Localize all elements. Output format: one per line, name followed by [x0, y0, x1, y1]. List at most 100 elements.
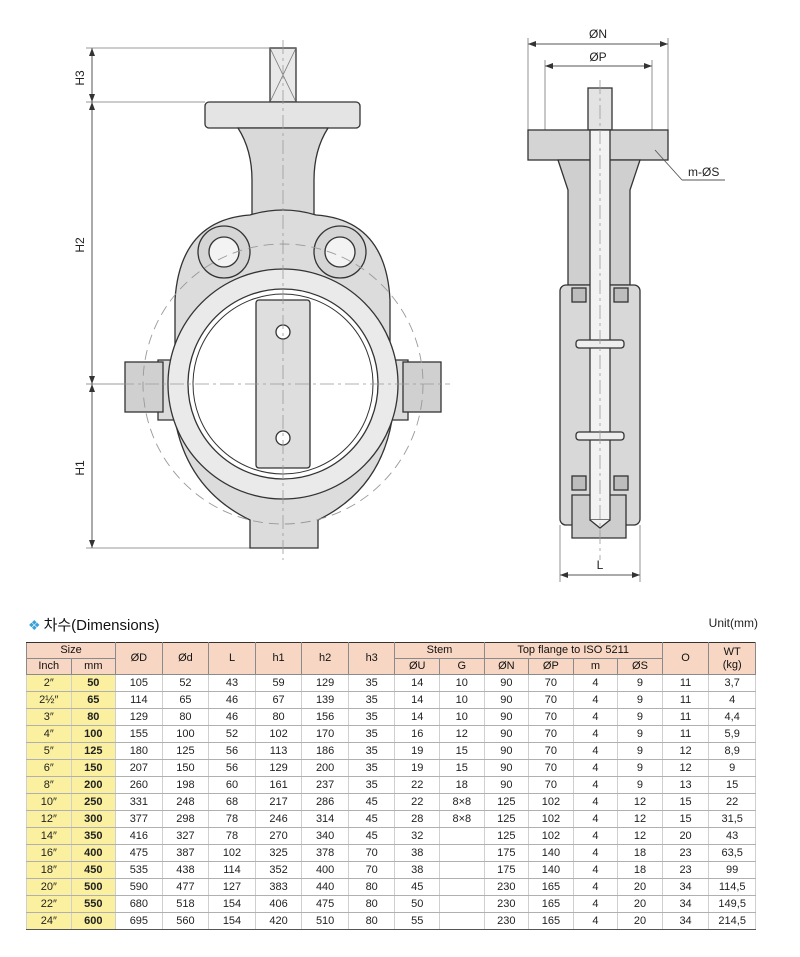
cell-d-outer: 207 [115, 759, 163, 777]
cell-l: 56 [208, 742, 256, 760]
l-width-label: L [597, 558, 604, 572]
cell-h3: 70 [347, 844, 396, 862]
cell-h3: 80 [347, 912, 396, 930]
cell-wt: 22 [708, 793, 756, 811]
cell-inch: 10″ [26, 793, 72, 811]
cell-inch: 5″ [26, 742, 72, 760]
cell-inch: 24″ [26, 912, 72, 930]
cell-p: 165 [528, 895, 574, 913]
mm-header: mm [70, 658, 117, 675]
cell-mm: 500 [70, 878, 117, 896]
cell-h3: 70 [347, 861, 396, 879]
cell-h2: 237 [301, 776, 349, 794]
h1-header: h1 [254, 642, 303, 675]
cell-inch: 14″ [26, 827, 72, 845]
cell-h1: 420 [254, 912, 303, 930]
cell-m: 4 [572, 674, 619, 692]
cell-mm: 125 [70, 742, 117, 760]
cell-l: 46 [208, 708, 256, 726]
cell-inch: 12″ [26, 810, 72, 828]
cell-u: 22 [394, 776, 441, 794]
l-header: L [208, 642, 256, 675]
cell-inch: 4″ [26, 725, 72, 743]
cell-d-outer: 416 [115, 827, 163, 845]
cell-mm: 65 [70, 691, 117, 709]
cell-d-inner: 125 [161, 742, 210, 760]
cell-mm: 50 [70, 674, 117, 692]
h2-label: H2 [73, 237, 87, 253]
cell-s: 12 [617, 793, 663, 811]
cell-mm: 350 [70, 827, 117, 845]
cell-h3: 45 [347, 793, 396, 811]
cell-d-outer: 105 [115, 674, 163, 692]
p-header: ØP [528, 658, 574, 675]
side-view [527, 38, 725, 582]
cell-h1: 113 [254, 742, 303, 760]
cell-u: 50 [394, 895, 441, 913]
u-header: ØU [394, 658, 441, 675]
wt-header: WT (kg) [708, 642, 756, 675]
cell-p: 140 [528, 844, 574, 862]
top-flange-group-header: Top flange to ISO 5211 [483, 642, 663, 659]
cell-h2: 340 [301, 827, 349, 845]
h2-header: h2 [301, 642, 349, 675]
cell-d-outer: 260 [115, 776, 163, 794]
cell-mm: 550 [70, 895, 117, 913]
cell-n: 175 [483, 861, 530, 879]
cell-u: 32 [394, 827, 441, 845]
cell-wt: 15 [708, 776, 756, 794]
cell-h1: 102 [254, 725, 303, 743]
cell-mm: 400 [70, 844, 117, 862]
cell-n: 230 [483, 895, 530, 913]
cell-p: 70 [528, 776, 574, 794]
h1-label: H1 [73, 460, 87, 476]
cell-h1: 217 [254, 793, 303, 811]
cell-d-inner: 477 [161, 878, 210, 896]
cell-d-outer: 475 [115, 844, 163, 862]
dimensions-section-header: ❖차수(Dimensions) Unit(mm) [28, 614, 758, 636]
cell-s: 18 [617, 861, 663, 879]
cell-h2: 440 [301, 878, 349, 896]
cell-p: 140 [528, 861, 574, 879]
cell-d-inner: 52 [161, 674, 210, 692]
cell-p: 70 [528, 742, 574, 760]
cell-h1: 59 [254, 674, 303, 692]
cell-o: 11 [661, 708, 710, 726]
cell-inch: 6″ [26, 759, 72, 777]
cell-m: 4 [572, 878, 619, 896]
cell-p: 70 [528, 691, 574, 709]
cell-g: 15 [439, 759, 485, 777]
cell-m: 4 [572, 895, 619, 913]
cell-u: 22 [394, 793, 441, 811]
cell-l: 60 [208, 776, 256, 794]
cell-h3: 35 [347, 776, 396, 794]
cell-h1: 352 [254, 861, 303, 879]
cell-m: 4 [572, 844, 619, 862]
cell-u: 19 [394, 742, 441, 760]
cell-h1: 80 [254, 708, 303, 726]
cell-p: 102 [528, 827, 574, 845]
cell-h2: 129 [301, 674, 349, 692]
cell-s: 9 [617, 674, 663, 692]
cell-o: 20 [661, 827, 710, 845]
cell-wt: 149,5 [708, 895, 756, 913]
cell-d-outer: 680 [115, 895, 163, 913]
cell-h2: 400 [301, 861, 349, 879]
cell-h2: 378 [301, 844, 349, 862]
cell-h2: 186 [301, 742, 349, 760]
cell-d-outer: 331 [115, 793, 163, 811]
cell-p: 70 [528, 708, 574, 726]
cell-d-outer: 535 [115, 861, 163, 879]
cell-g: 10 [439, 674, 485, 692]
cell-h1: 67 [254, 691, 303, 709]
ms-hole-label: m-ØS [688, 165, 719, 179]
cell-u: 19 [394, 759, 441, 777]
cell-h1: 270 [254, 827, 303, 845]
cell-s: 20 [617, 912, 663, 930]
